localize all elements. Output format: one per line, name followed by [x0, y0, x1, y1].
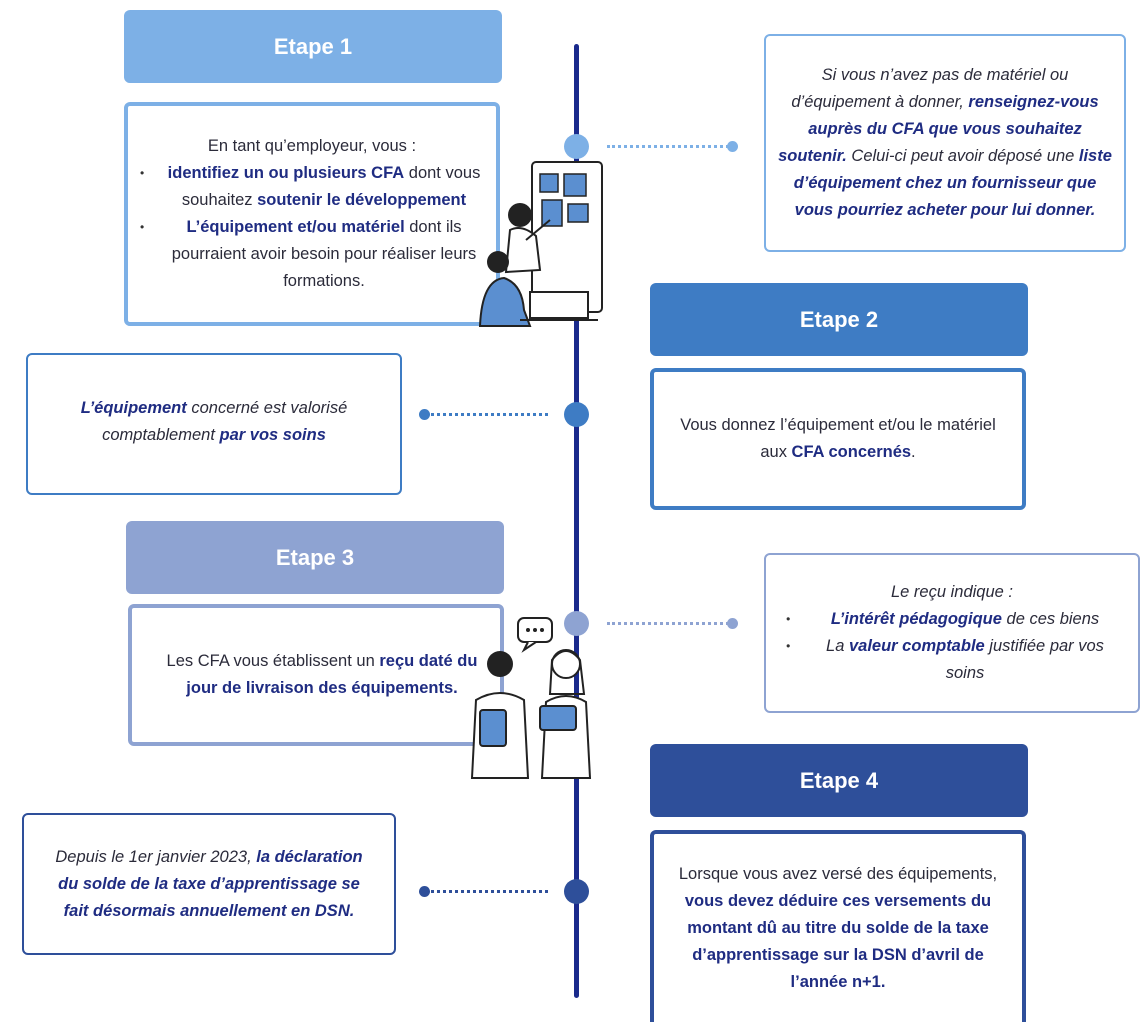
step-1-list: identifiez un ou plusieurs CFA dont vous… — [140, 160, 482, 295]
text: . — [911, 443, 916, 461]
timeline-line — [574, 44, 579, 998]
text: dont vous souhaitez — [181, 164, 481, 209]
connector-4 — [426, 890, 548, 893]
step-3-text: Les CFA vous établissent un reçu daté du… — [152, 648, 492, 702]
bold-text: par vos soins — [219, 426, 326, 444]
timeline-dot-4 — [564, 879, 589, 904]
bold-text: identifiez un ou plusieurs CFA — [167, 164, 405, 182]
step-4-text: Lorsque vous avez versé des équipements,… — [668, 861, 1008, 996]
step-1-label: Etape 1 — [273, 33, 353, 59]
bold-text: renseignez-vous auprès du CFA que vous s… — [778, 93, 1099, 165]
list-item: identifiez un ou plusieurs CFA dont vous… — [140, 160, 482, 214]
text: Celui-ci peut avoir déposé une — [846, 147, 1079, 165]
connector-4-end — [419, 886, 430, 897]
step-1-box: En tant qu’employeur, vous : identifiez … — [124, 102, 500, 326]
timeline-dot-2 — [564, 402, 589, 427]
step-1-note-text: Si vous n’avez pas de matériel ou d’équi… — [776, 62, 1114, 224]
connector-3 — [607, 622, 729, 625]
bold-text: liste d’équipement chez un fournisseur q… — [793, 147, 1112, 219]
step-2-label: Etape 2 — [799, 306, 879, 332]
timeline-dot-3 — [564, 611, 589, 636]
step-3-header: Etape 3 — [126, 521, 504, 594]
people-talking-tablets-icon — [470, 617, 592, 779]
list-item: L’équipement et/ou matériel dont ils pou… — [140, 214, 482, 295]
text: de ces biens — [1001, 610, 1100, 628]
bold-text: L’équipement et/ou matériel — [186, 218, 405, 236]
step-4-label: Etape 4 — [799, 767, 879, 793]
step-1-intro: En tant qu’employeur, vous : — [207, 137, 417, 155]
step-3-label: Etape 3 — [275, 544, 355, 570]
connector-2-end — [419, 409, 430, 420]
step-4-note: Depuis le 1er janvier 2023, la déclarati… — [22, 813, 396, 955]
text: dont ils pourraient avoir besoin pour ré… — [171, 218, 477, 290]
connector-1 — [607, 145, 729, 148]
bold-text: soutenir le développement — [257, 191, 467, 209]
text: La — [826, 637, 849, 655]
step-3-note-list: L’intérêt pédagogique de ces biens La va… — [786, 606, 1118, 687]
list-item: L’intérêt pédagogique de ces biens — [786, 606, 1118, 633]
step-2-header: Etape 2 — [650, 283, 1028, 356]
bold-text: la déclaration du solde de la taxe d’app… — [58, 847, 363, 920]
connector-3-end — [727, 618, 738, 629]
text: Lorsque vous avez versé des équipements, — [678, 864, 998, 883]
step-3-note-intro: Le reçu indique : — [890, 583, 1013, 601]
list-item: La valeur comptable justifiée par vos so… — [786, 633, 1118, 687]
people-planning-board-icon — [478, 161, 603, 327]
connector-2 — [426, 413, 548, 416]
text: Depuis le 1er janvier 2023, — [55, 847, 257, 866]
text: Vous donnez l’équipement et/ou le matéri… — [680, 416, 996, 461]
bold-text: vous devez déduire ces versements du mon… — [684, 891, 992, 991]
bold-text: CFA concernés — [791, 443, 912, 461]
bold-text: L’équipement — [80, 399, 187, 417]
step-1-header: Etape 1 — [124, 10, 502, 83]
timeline-dot-1 — [564, 134, 589, 159]
text: Les CFA vous établissent un — [166, 652, 380, 670]
step-2-text: Vous donnez l’équipement et/ou le matéri… — [674, 412, 1002, 466]
connector-1-end — [727, 141, 738, 152]
bold-text: valeur comptable — [848, 637, 985, 655]
text: Si vous n’avez pas de matériel ou d’équi… — [791, 66, 1069, 111]
bold-text: L’intérêt pédagogique — [830, 610, 1002, 628]
step-2-note: L’équipement concerné est valorisé compt… — [26, 353, 402, 495]
step-4-header: Etape 4 — [650, 744, 1028, 817]
step-4-box: Lorsque vous avez versé des équipements,… — [650, 830, 1026, 1022]
step-3-note: Le reçu indique : L’intérêt pédagogique … — [764, 553, 1140, 713]
text: justifiée par vos soins — [945, 637, 1104, 682]
step-3-box: Les CFA vous établissent un reçu daté du… — [128, 604, 504, 746]
step-4-note-text: Depuis le 1er janvier 2023, la déclarati… — [44, 844, 374, 925]
step-2-note-text: L’équipement concerné est valorisé compt… — [48, 395, 380, 449]
step-1-note: Si vous n’avez pas de matériel ou d’équi… — [764, 34, 1126, 252]
text: concerné est valorisé comptablement — [102, 399, 348, 444]
step-2-box: Vous donnez l’équipement et/ou le matéri… — [650, 368, 1026, 510]
bold-text: reçu daté du jour de livraison des équip… — [186, 652, 478, 697]
